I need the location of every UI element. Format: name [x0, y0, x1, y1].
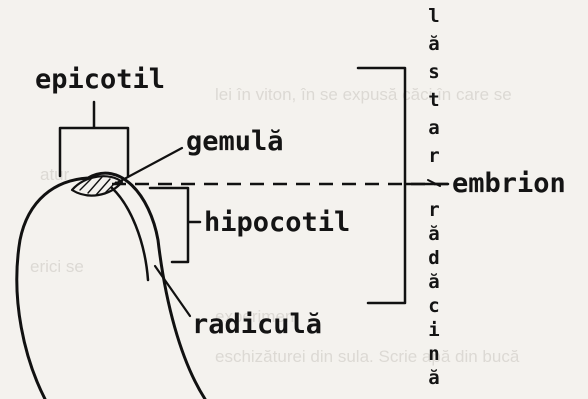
label-embrion: embrion: [452, 168, 566, 199]
label-gemula: gemulă: [186, 126, 284, 157]
gemula-pointer: [115, 148, 182, 184]
seed-outline: [17, 173, 205, 399]
background-line-1: lei în viton, în se expusă căci în care …: [215, 85, 512, 104]
hipocotil-bracket: [150, 188, 200, 262]
embryo-axis: [112, 188, 148, 280]
background-line-5: eschizăturei din sula. Scrie apă din buc…: [215, 347, 520, 366]
label-hipocotil: hipocotil: [204, 207, 350, 238]
label-epicotil: epicotil: [35, 64, 165, 95]
background-line-3: erici se: [30, 257, 84, 276]
radicula-pointer: [155, 266, 190, 316]
label-radicula: radiculă: [192, 309, 322, 340]
epicotil-bracket: [60, 102, 128, 176]
